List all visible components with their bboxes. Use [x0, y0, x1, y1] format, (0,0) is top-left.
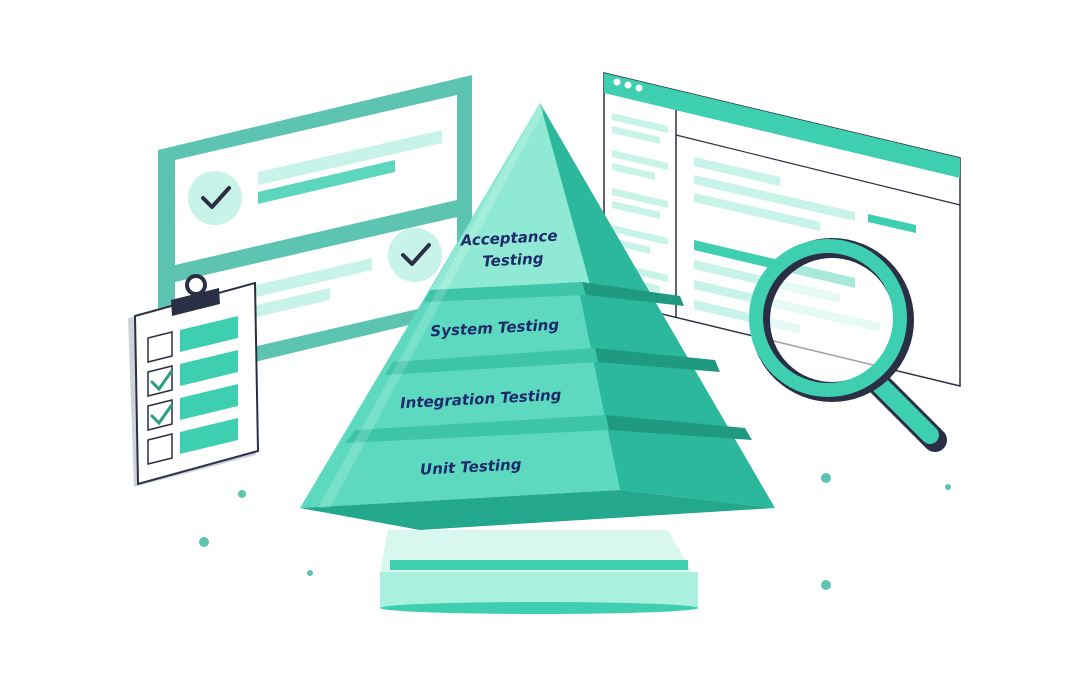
pyramid-pedestal — [380, 530, 698, 614]
clipboard-row — [147, 316, 238, 363]
decorative-dots — [199, 473, 951, 590]
clipboard-icon — [128, 274, 260, 487]
tier-acceptance-label: Acceptance Testing — [459, 226, 564, 271]
testing-pyramid — [300, 103, 775, 530]
check-circle-icon — [188, 171, 242, 225]
clipboard-row — [147, 350, 238, 397]
clipboard-row — [147, 384, 238, 431]
clipboard-row — [147, 418, 238, 465]
magnifying-glass-icon — [749, 238, 947, 452]
tier-unit-label: Unit Testing — [420, 455, 523, 478]
check-circle-icon — [388, 228, 442, 282]
